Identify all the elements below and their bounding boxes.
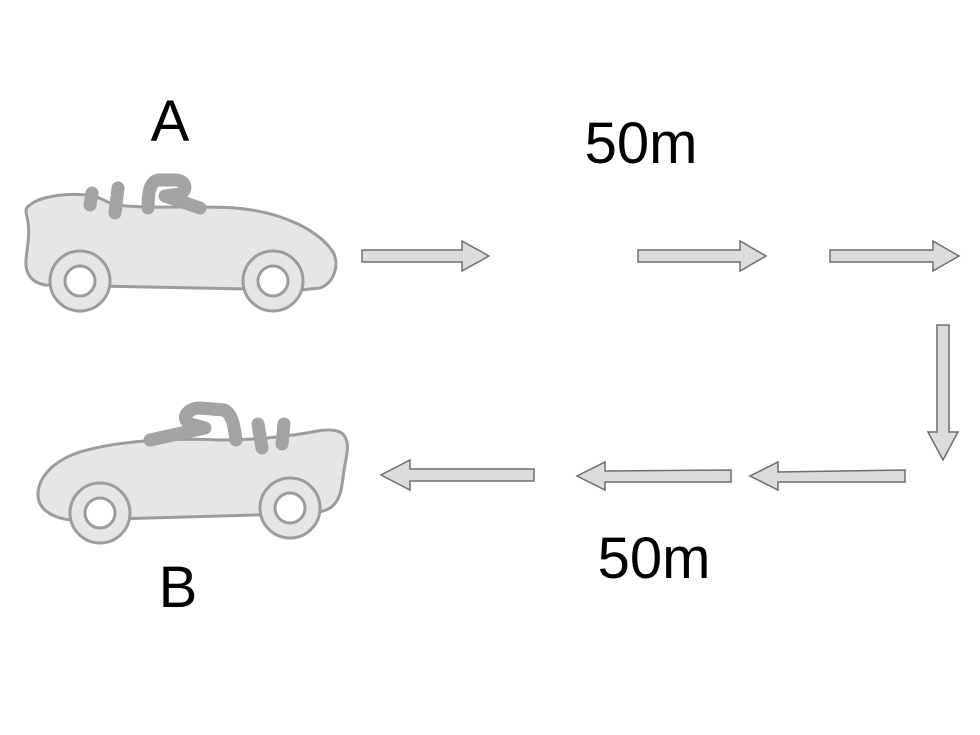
arrow-right-2 bbox=[637, 239, 768, 273]
arrow-left-3 bbox=[379, 458, 535, 492]
arrow-right-1 bbox=[361, 239, 491, 273]
car-b-icon bbox=[36, 401, 349, 545]
arrow-right-3 bbox=[829, 239, 961, 273]
bottom-distance-label: 50m bbox=[598, 526, 711, 591]
car-b-label: B bbox=[159, 555, 198, 620]
car-a-label: A bbox=[151, 89, 190, 154]
arrow-down bbox=[926, 324, 960, 462]
top-distance-label: 50m bbox=[585, 111, 698, 176]
arrow-left-2 bbox=[575, 460, 732, 492]
car-a-icon bbox=[24, 173, 338, 313]
arrow-left-1 bbox=[748, 460, 906, 492]
